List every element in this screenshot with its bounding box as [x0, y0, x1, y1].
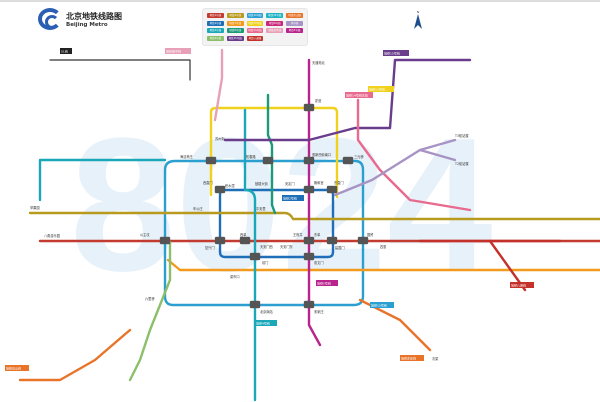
line-15 — [223, 58, 472, 142]
tag-line10: 地铁10号线 — [371, 303, 387, 308]
legend-item: 地铁13号线 — [246, 20, 264, 26]
legend-item: 地铁1号线 — [207, 13, 224, 18]
station-xiaoqu: 八角游乐园 — [44, 233, 60, 238]
legend-item: 地铁8号线 — [226, 28, 244, 33]
station-dongzhimen: 东直门 — [334, 180, 344, 185]
svg-text:8024: 8024 — [70, 99, 493, 311]
tag-changping: 地铁昌平线 — [166, 49, 181, 54]
station-labels: 西直门 东直门 复兴门 建国门 西单 天安门西 天安门东 王府井 东单 国贸 前… — [30, 60, 469, 361]
station-sihui: 四惠 — [380, 244, 386, 249]
station-yonghegong: 雍和宫 — [314, 180, 324, 185]
tag-line14: 地铁14号线东段 — [346, 93, 368, 98]
station-caishikou: 菜市口 — [230, 274, 240, 279]
line-batong-east — [488, 239, 527, 292]
station-dongdan: 东单 — [314, 232, 321, 237]
tag-line4: 地铁4号线 — [256, 321, 270, 326]
north-arrow-icon — [414, 14, 422, 29]
legend-item: 地铁15号线 — [226, 35, 244, 41]
station-huoying: 霍营 — [315, 98, 321, 103]
station-qianmen: 前门 — [262, 260, 268, 265]
line-changping — [213, 48, 224, 122]
line-8 — [266, 93, 277, 215]
line-5 — [307, 58, 322, 347]
station-liuliqiao: 六里桥 — [145, 296, 155, 301]
logo: 北京地铁线路图 Beijing Metro — [38, 8, 122, 30]
legend-item: 地铁昌平线 — [266, 28, 284, 33]
station-songjiazhuang: 宋家庄 — [314, 309, 324, 314]
station-pingguoyuan: 苹果园 — [30, 205, 40, 210]
station-ciqu: 次渠 — [432, 356, 439, 361]
station-sanyuanqiao: 三元桥 — [354, 154, 364, 159]
2024-watermark: 8024 — [70, 99, 493, 311]
legend-item: 地铁房山线 — [286, 13, 303, 18]
line-s1 — [49, 59, 191, 81]
tag-line13: 地铁13号线 — [369, 87, 385, 92]
north-label: N — [416, 10, 420, 14]
line-west-loop — [38, 158, 167, 202]
tag-line2: 地铁2号线 — [283, 196, 297, 201]
station-jianguomen: 建国门 — [335, 245, 345, 250]
tag-line15: 地铁15号线 — [384, 51, 400, 56]
station-tiananmendong: 天安门东 — [280, 244, 293, 249]
tag-batong: 地铁八通线 — [511, 283, 526, 288]
legend-item: 地铁4号线 — [207, 28, 224, 33]
line-legend: 地铁1号线地铁4号线地铁10号线地铁15号线地铁房山线地铁2号线地铁7号线地铁1… — [202, 8, 308, 46]
line-10 — [163, 159, 365, 307]
station-wangfujing: 王府井 — [293, 232, 303, 237]
line-9 — [128, 240, 172, 382]
station-fuxingmen: 复兴门 — [205, 245, 215, 250]
map-subtitle: Beijing Metro — [66, 21, 108, 28]
station-xidan: 西单 — [240, 232, 247, 237]
station-andingmen: 安定门 — [285, 181, 295, 186]
station-t2: T2航站楼 — [454, 161, 469, 166]
station-jishuitan: 积水潭 — [225, 183, 235, 188]
station-xizhimen: 西直门 — [203, 180, 213, 185]
interchange-stations — [159, 103, 369, 309]
line-airport — [333, 138, 457, 197]
station-chongwenmen: 崇文门 — [314, 260, 324, 265]
line-4 — [243, 108, 257, 402]
legend-item: 地铁9号线 — [207, 35, 224, 41]
station-t3: T3航站楼 — [454, 133, 469, 138]
station-huixinxijie: 惠新西街南口 — [312, 152, 331, 157]
line-fangshan — [18, 328, 132, 382]
line-13 — [209, 106, 339, 199]
tag-fangshan: 地铁房山线 — [6, 366, 21, 371]
line-14 — [356, 98, 472, 212]
legend-item: 地铁2号线 — [207, 20, 224, 26]
line-6 — [28, 211, 600, 221]
station-tiananmenxi: 天安门西 — [260, 244, 273, 249]
line-7 — [166, 258, 600, 272]
map-title: 北京地铁线路图 — [66, 11, 122, 21]
legend-item: 地铁14号线 — [246, 28, 264, 33]
legend-item: 地铁八通线 — [246, 35, 264, 41]
compass: N — [413, 10, 423, 30]
station-chegongzhuang: 车公庄 — [193, 206, 203, 211]
station-suzhoujie: 苏州街 — [215, 136, 225, 141]
legend-item: 地铁4号线 — [226, 13, 244, 18]
tag-yizhuang: 地铁亦庄线 — [401, 356, 416, 361]
station-gongzhufen: 公主坟 — [140, 232, 150, 237]
legend-item: 机场线 — [286, 20, 303, 26]
beijing-metro-logo-icon — [38, 8, 62, 30]
station-beijingnan: 北京南站 — [260, 309, 274, 314]
station-tiantongyuan: 天通苑北 — [312, 60, 326, 65]
station-zhichunlu: 知春路 — [246, 154, 256, 159]
station-guomao: 国贸 — [367, 232, 373, 237]
legend-item: 地铁7号线 — [226, 20, 244, 26]
top-border — [0, 0, 600, 2]
legend-item: 地铁15号线 — [266, 13, 284, 18]
tag-line5: 地铁5号线 — [317, 281, 331, 286]
tag-s1: S1线 — [61, 49, 68, 54]
station-pinganli: 平安里 — [256, 206, 266, 211]
station-haidian: 海淀黄庄 — [180, 154, 194, 159]
legend-item: 地铁8号线 — [266, 20, 284, 26]
legend-item: 地铁5号线 — [286, 28, 303, 33]
line-tags: S1线 地铁13号线 地铁15号线 地铁14号线东段 地铁2号线 地铁5号线 地… — [5, 48, 534, 371]
legend-item: 地铁10号线 — [246, 13, 264, 18]
station-guloudajie: 鼓楼大街 — [255, 181, 269, 186]
